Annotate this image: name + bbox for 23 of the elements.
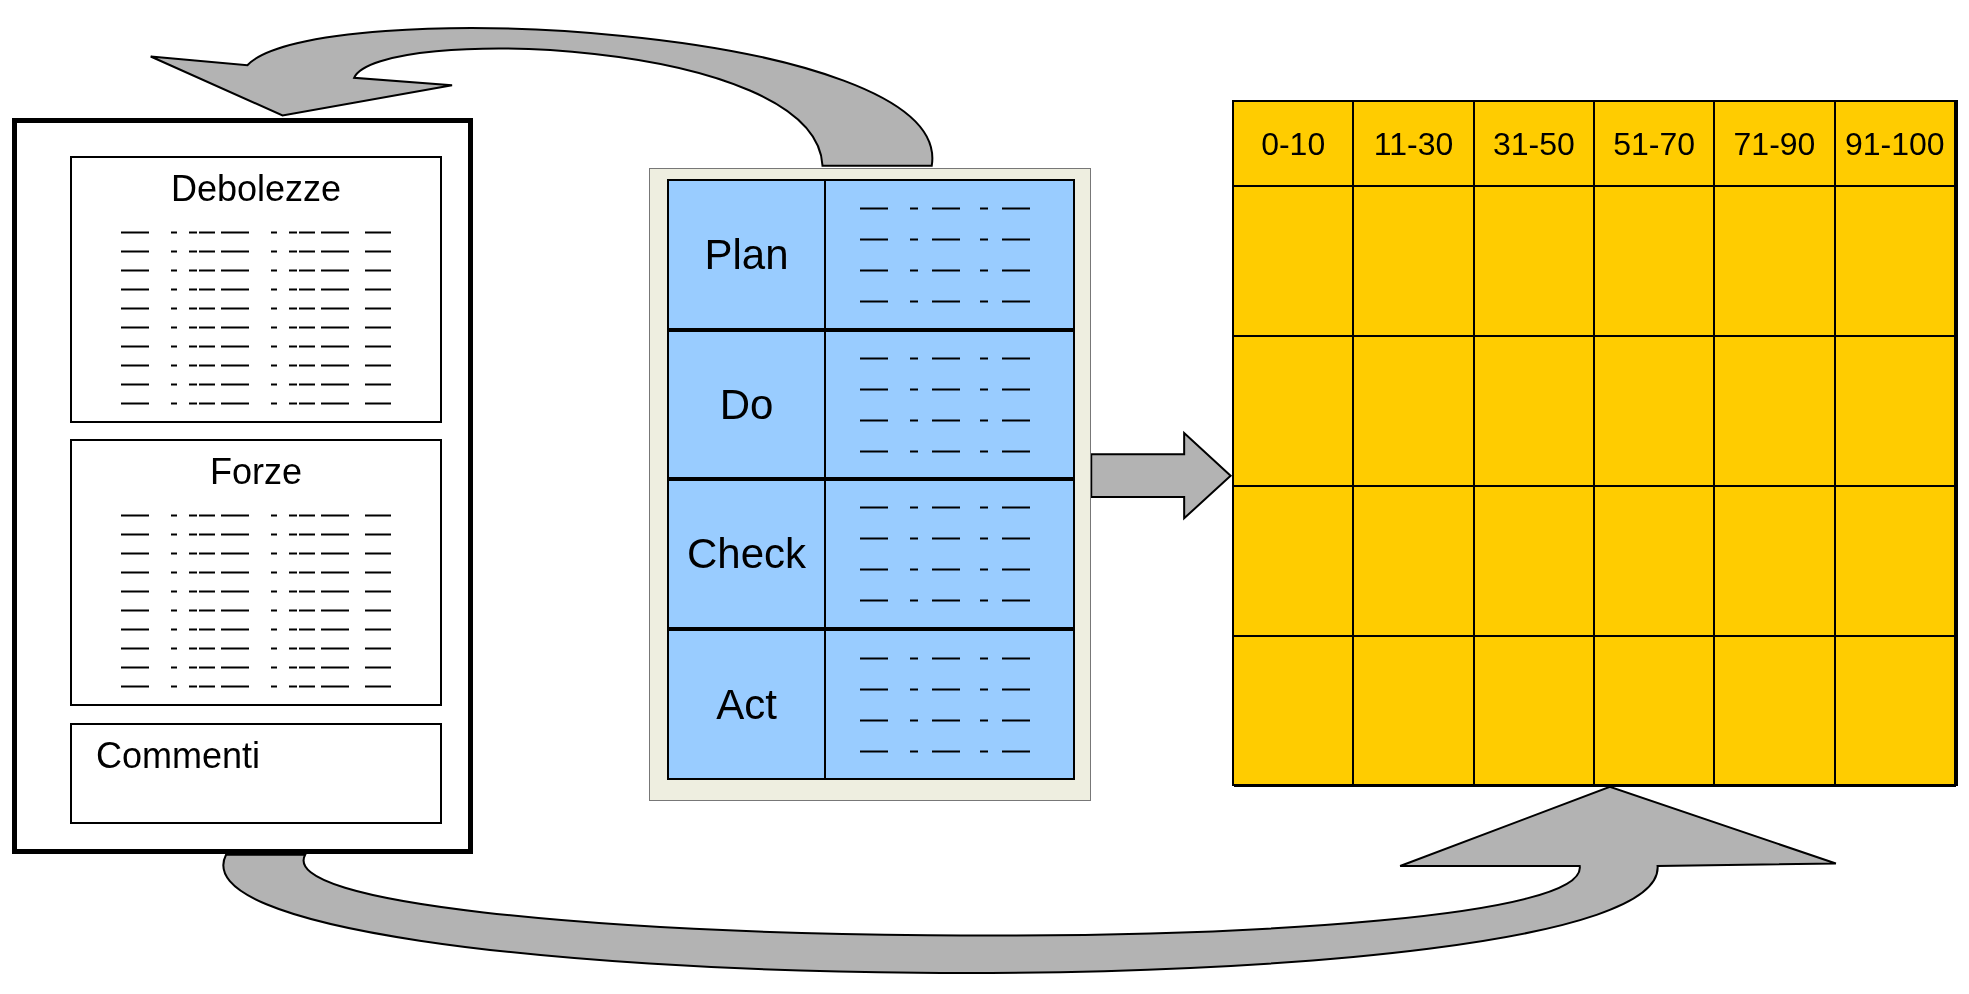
column-header: 51-70 (1595, 102, 1716, 187)
column-header: 0-10 (1234, 102, 1355, 187)
section-title: Commenti (96, 734, 261, 778)
phase-label: Do (719, 383, 774, 426)
section-title: Forze (210, 450, 302, 494)
phase-cell (667, 330, 826, 479)
section-box (70, 439, 442, 706)
section-box (70, 156, 442, 423)
curved-block-arrow (1090, 430, 1233, 521)
section-title: Debolezze (170, 167, 342, 211)
phase-cell (667, 479, 826, 629)
column-header: 71-90 (1715, 102, 1836, 187)
column-header: 31-50 (1474, 102, 1595, 187)
column-header: 91-100 (1835, 102, 1956, 187)
pdca-panel (649, 168, 1091, 801)
curved-block-arrow (149, 27, 933, 167)
section-box (70, 723, 442, 824)
phase-label: Plan (704, 233, 789, 276)
report-panel (12, 118, 473, 854)
score-table (1232, 100, 1958, 786)
phase-label: Check (686, 533, 807, 575)
column-header: 11-30 (1354, 102, 1475, 187)
phase-label: Act (716, 683, 777, 726)
